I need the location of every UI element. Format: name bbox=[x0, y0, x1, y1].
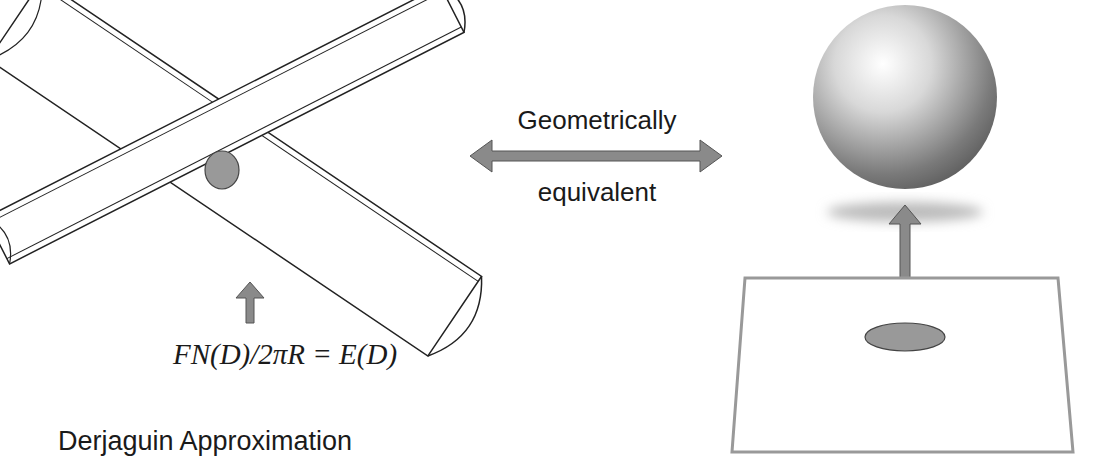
contact-spot bbox=[865, 323, 945, 351]
caption-label: Geometrically bbox=[518, 105, 677, 136]
caption-label: Derjaguin Approximation bbox=[58, 426, 352, 457]
flat-plate bbox=[732, 278, 1073, 452]
half-cylinder bbox=[0, 0, 473, 264]
formula: FN(D)/2πR = E(D) bbox=[173, 338, 397, 371]
sphere bbox=[813, 5, 997, 189]
double-arrow bbox=[470, 140, 722, 172]
contact-spot bbox=[205, 151, 239, 189]
arrow bbox=[236, 282, 264, 323]
caption-label: equivalent bbox=[538, 177, 657, 208]
